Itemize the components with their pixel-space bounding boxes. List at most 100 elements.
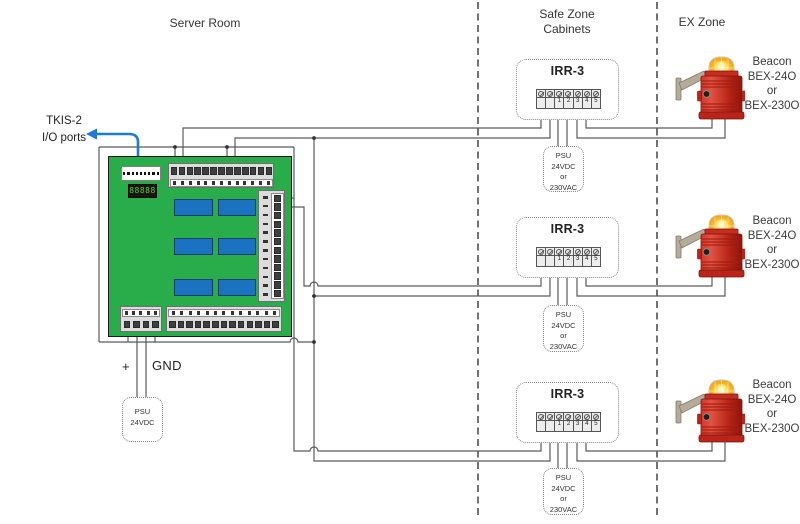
terminal: 1 (555, 90, 565, 108)
relay-component (174, 199, 213, 216)
pin (178, 167, 186, 175)
pin (272, 320, 279, 329)
pin (247, 310, 251, 316)
pin (170, 167, 178, 175)
screw-icon (547, 414, 554, 421)
pin (243, 180, 247, 186)
wire-pcb-psu (127, 331, 156, 397)
pcb-top-strip-pins (170, 179, 273, 187)
terminal (537, 413, 547, 431)
pin (262, 257, 268, 261)
pcb-bottom-strip-pins (168, 309, 280, 317)
terminal: 4 (582, 413, 592, 431)
beacon-2-label: Beacon BEX-24O or BEX-230O (744, 215, 800, 271)
beacon-1 (675, 56, 745, 120)
terminal: 1 (555, 413, 565, 431)
pin (202, 167, 209, 175)
pin (180, 310, 184, 316)
safe-zone-line1: Safe Zone (539, 7, 595, 21)
pin (205, 310, 209, 316)
pcb-power-connector (120, 306, 162, 332)
screw-icon (574, 91, 581, 98)
controller-psu-box: PSU 24VDC (122, 397, 163, 442)
wire-row2-b (314, 266, 551, 297)
relay-component (218, 279, 256, 296)
pin (274, 263, 281, 272)
pcb-right-strip-squares (271, 193, 284, 299)
pcb-power-pins (122, 309, 160, 317)
pin (262, 275, 268, 279)
terminal: 5 (591, 90, 600, 108)
pin (212, 320, 219, 329)
wire-bus-c (313, 138, 551, 462)
pin (262, 240, 268, 243)
pin (213, 310, 217, 316)
zone-label-ex-zone: EX Zone (678, 15, 726, 29)
terminal: 5 (591, 413, 600, 431)
pin (262, 284, 268, 287)
pin (264, 310, 268, 316)
pin (274, 194, 281, 203)
pcb-top-strip-squares (170, 166, 273, 176)
screw-icon (556, 91, 563, 98)
pin (258, 180, 262, 186)
pin (255, 320, 262, 329)
tkis-label-line1: TKIS-2 (46, 115, 82, 127)
terminal: 2 (564, 248, 574, 266)
pin (123, 320, 130, 329)
pin (235, 180, 239, 186)
terminal: 1 (555, 248, 565, 266)
pin (210, 167, 217, 175)
wire-bus-b (283, 206, 542, 287)
pin (262, 196, 268, 199)
zone-label-server-room: Server Room (169, 16, 241, 30)
pcb-bottom-strip-squares (168, 319, 280, 330)
pcb-right-strip-pins (261, 193, 269, 299)
pin (262, 231, 268, 234)
pin (274, 203, 281, 211)
terminal (546, 248, 556, 266)
segment-display: 88888 (128, 184, 157, 198)
screw-icon (547, 249, 554, 256)
pin (227, 180, 231, 186)
pcb-right-terminal-strip (258, 190, 285, 302)
irr-module-2: IRR-3 1 2 3 4 5 (516, 217, 619, 278)
pin (171, 310, 175, 316)
pin (266, 180, 270, 186)
pin (262, 213, 268, 217)
screw-icon (592, 249, 599, 256)
screw-icon (583, 249, 590, 256)
pin (274, 281, 281, 289)
irr-module-1-terminals: 1 2 3 4 5 (536, 89, 601, 109)
zone-label-safe-zone: Safe Zone Cabinets (517, 7, 617, 37)
wire-row1-a (182, 108, 542, 163)
pin (156, 172, 159, 175)
pin (125, 310, 129, 316)
pin (256, 310, 260, 316)
pin (152, 320, 159, 329)
terminal: 3 (573, 90, 583, 108)
irr-2-psu-box: PSU 24VDC or 230VAC (543, 305, 584, 352)
pin (139, 310, 143, 316)
gnd-label: GND (152, 358, 182, 373)
pin (226, 167, 233, 175)
pin (262, 293, 268, 296)
screw-icon (547, 91, 554, 98)
pin (239, 310, 243, 316)
screw-icon (565, 414, 572, 421)
pin (251, 180, 255, 186)
irr-module-3-title: IRR-3 (550, 387, 585, 401)
pcb-bottom-terminal-strip (166, 306, 282, 332)
plus-label: + (122, 359, 130, 374)
irr-module-2-terminals: 1 2 3 4 5 (536, 247, 601, 267)
pin (274, 246, 281, 255)
relay-component (218, 199, 256, 216)
pin (257, 167, 265, 175)
pin (188, 180, 192, 186)
pin (123, 172, 126, 175)
pin (237, 320, 245, 329)
pin (152, 172, 155, 175)
terminal: 5 (591, 248, 600, 266)
pin (273, 310, 277, 316)
